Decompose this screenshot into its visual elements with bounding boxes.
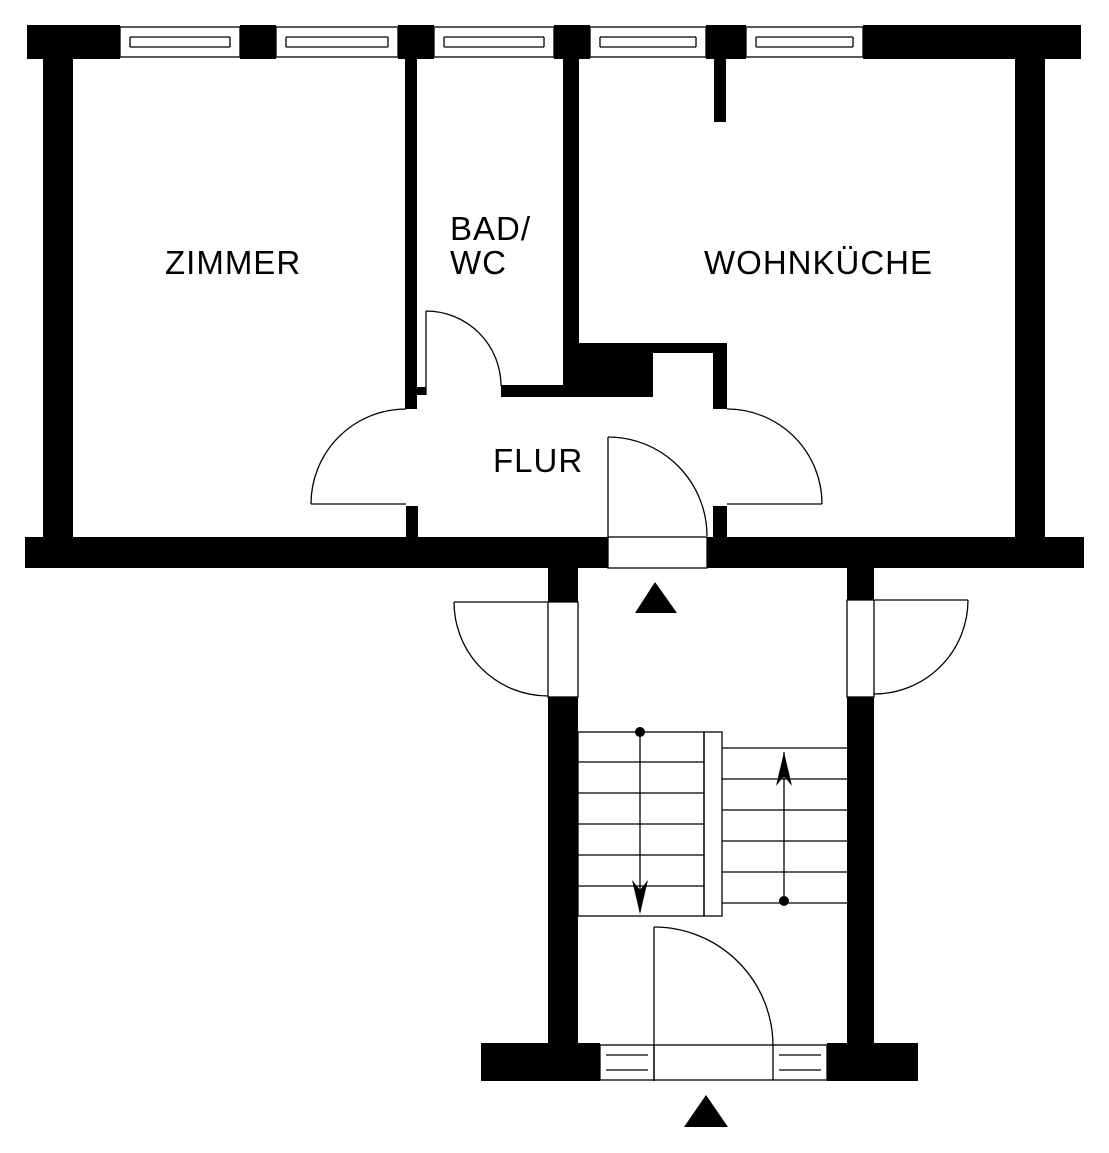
doors-upper bbox=[310, 310, 823, 569]
stair-side-openings bbox=[453, 599, 969, 698]
interior-walls bbox=[405, 59, 727, 537]
bottom-wall-left bbox=[25, 537, 608, 568]
bottom-wall-right bbox=[707, 537, 1084, 568]
door-kitchen bbox=[726, 408, 823, 505]
entrance-triangle-icon bbox=[635, 582, 677, 613]
door-bad bbox=[425, 310, 502, 395]
exterior-walls bbox=[25, 25, 1084, 568]
stair-wall-left bbox=[548, 697, 578, 1043]
stair-bottom-wall-right bbox=[827, 1043, 918, 1081]
wall-zimmer-bad-lower bbox=[405, 385, 417, 409]
wall-zimmer-bad bbox=[405, 59, 417, 385]
wall-bad-kitchen bbox=[563, 59, 579, 387]
wall-bad-bottom bbox=[501, 385, 579, 397]
kitchen-partition-stub bbox=[714, 59, 726, 122]
wall-kitchen-flur bbox=[713, 343, 727, 409]
window bbox=[589, 26, 707, 58]
room-label-bad-wc-line1: BAD/ bbox=[450, 210, 532, 247]
window bbox=[745, 26, 864, 58]
window bbox=[433, 26, 555, 58]
stairwell-walls bbox=[481, 568, 918, 1081]
wall-stub-left bbox=[406, 506, 418, 537]
top-wall-segment bbox=[706, 25, 746, 59]
stair-wall-right bbox=[847, 697, 874, 1043]
window bbox=[119, 26, 241, 58]
entrance-triangle-icon bbox=[684, 1095, 728, 1127]
room-label-flur: FLUR bbox=[493, 442, 584, 479]
top-wall-segment bbox=[27, 25, 120, 59]
left-wall bbox=[43, 59, 73, 537]
top-wall-segment bbox=[398, 25, 434, 59]
stair-down-arrow-icon bbox=[632, 727, 648, 914]
window bbox=[275, 26, 399, 58]
stair-wall-left-top bbox=[548, 568, 578, 602]
stair-up-arrow-icon bbox=[776, 752, 792, 906]
windows-top bbox=[119, 26, 864, 58]
top-wall-segment bbox=[863, 25, 1081, 59]
top-wall-segment bbox=[554, 25, 590, 59]
staircase bbox=[577, 727, 847, 917]
wall-stub-right bbox=[713, 506, 727, 537]
wall-stub bbox=[417, 387, 426, 395]
top-wall-segment bbox=[240, 25, 276, 59]
room-label-bad-wc-line2: WC bbox=[450, 244, 507, 281]
door-entrance-apartment bbox=[607, 436, 708, 569]
stair-wall-right-top bbox=[847, 568, 874, 600]
wall-kitchen-top bbox=[579, 343, 727, 353]
stair-bottom-wall-left bbox=[481, 1043, 600, 1081]
right-wall bbox=[1015, 59, 1045, 537]
door-zimmer bbox=[310, 408, 407, 505]
room-label-wohnkueche: WOHNKÜCHE bbox=[704, 244, 933, 281]
door-building-entrance bbox=[599, 926, 828, 1081]
room-label-zimmer: ZIMMER bbox=[165, 244, 302, 281]
